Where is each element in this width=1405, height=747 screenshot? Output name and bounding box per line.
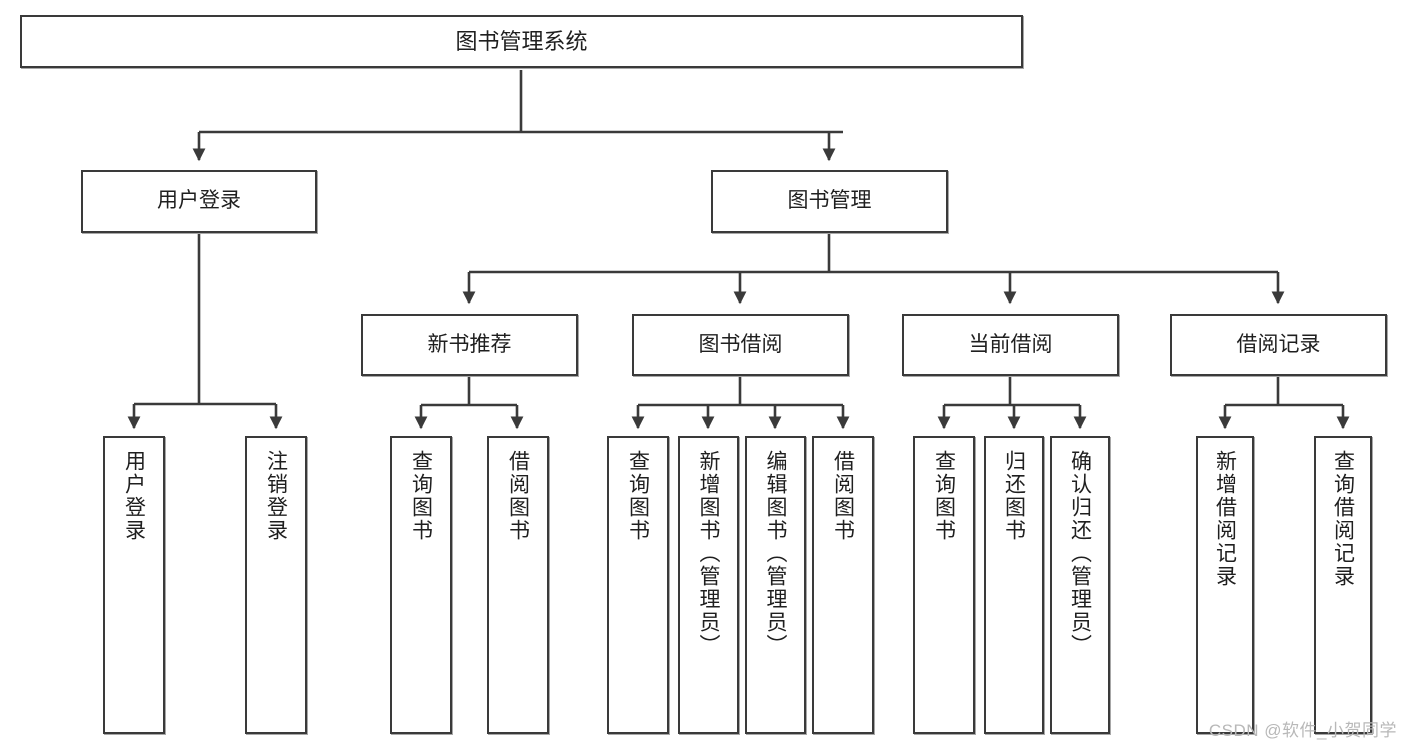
leaf-user-login-logout[interactable]: 注销登录 xyxy=(245,436,307,734)
node-current-borrow[interactable]: 当前借阅 xyxy=(902,314,1119,376)
leaf-user-login-logout-label: 注销登录 xyxy=(264,450,288,542)
leaf-current-borrow-confirm-label: 确认归还（管理员） xyxy=(1068,450,1092,657)
node-borrow-record-label: 借阅记录 xyxy=(1236,332,1321,356)
leaf-new-book-borrow[interactable]: 借阅图书 xyxy=(487,436,549,734)
leaf-user-login-login-label: 用户登录 xyxy=(122,450,146,542)
leaf-book-borrow-query[interactable]: 查询图书 xyxy=(607,436,669,734)
leaf-new-book-query[interactable]: 查询图书 xyxy=(390,436,452,734)
leaf-current-borrow-return-label: 归还图书 xyxy=(1002,450,1026,542)
node-user-login[interactable]: 用户登录 xyxy=(81,170,317,233)
node-root[interactable]: 图书管理系统 xyxy=(20,15,1023,68)
leaf-current-borrow-query-label: 查询图书 xyxy=(932,450,956,542)
node-book-borrow-label: 图书借阅 xyxy=(698,332,783,356)
leaf-book-borrow-edit[interactable]: 编辑图书（管理员） xyxy=(745,436,806,734)
node-book-management-label: 图书管理 xyxy=(787,189,872,213)
leaf-borrow-record-query[interactable]: 查询借阅记录 xyxy=(1314,436,1372,734)
node-user-login-label: 用户登录 xyxy=(157,189,241,213)
leaf-book-borrow-borrow[interactable]: 借阅图书 xyxy=(812,436,874,734)
leaf-current-borrow-confirm[interactable]: 确认归还（管理员） xyxy=(1050,436,1110,734)
node-new-book-recommend[interactable]: 新书推荐 xyxy=(361,314,578,376)
node-book-borrow[interactable]: 图书借阅 xyxy=(632,314,849,376)
node-root-label: 图书管理系统 xyxy=(455,28,588,54)
leaf-book-borrow-edit-label: 编辑图书（管理员） xyxy=(764,450,787,657)
leaf-user-login-login[interactable]: 用户登录 xyxy=(103,436,165,734)
leaf-book-borrow-query-label: 查询图书 xyxy=(626,450,650,542)
leaf-borrow-record-query-label: 查询借阅记录 xyxy=(1331,450,1355,588)
node-book-management[interactable]: 图书管理 xyxy=(711,170,948,233)
leaf-borrow-record-add-label: 新增借阅记录 xyxy=(1213,450,1237,588)
leaf-new-book-query-label: 查询图书 xyxy=(409,450,433,542)
node-borrow-record[interactable]: 借阅记录 xyxy=(1170,314,1387,376)
leaf-book-borrow-borrow-label: 借阅图书 xyxy=(831,450,855,542)
leaf-current-borrow-return[interactable]: 归还图书 xyxy=(984,436,1044,734)
leaf-new-book-borrow-label: 借阅图书 xyxy=(506,450,530,542)
node-new-book-recommend-label: 新书推荐 xyxy=(427,332,512,356)
node-current-borrow-label: 当前借阅 xyxy=(968,332,1053,356)
leaf-current-borrow-query[interactable]: 查询图书 xyxy=(913,436,975,734)
leaf-borrow-record-add[interactable]: 新增借阅记录 xyxy=(1196,436,1254,734)
leaf-book-borrow-add[interactable]: 新增图书（管理员） xyxy=(678,436,739,734)
leaf-book-borrow-add-label: 新增图书（管理员） xyxy=(697,450,720,657)
